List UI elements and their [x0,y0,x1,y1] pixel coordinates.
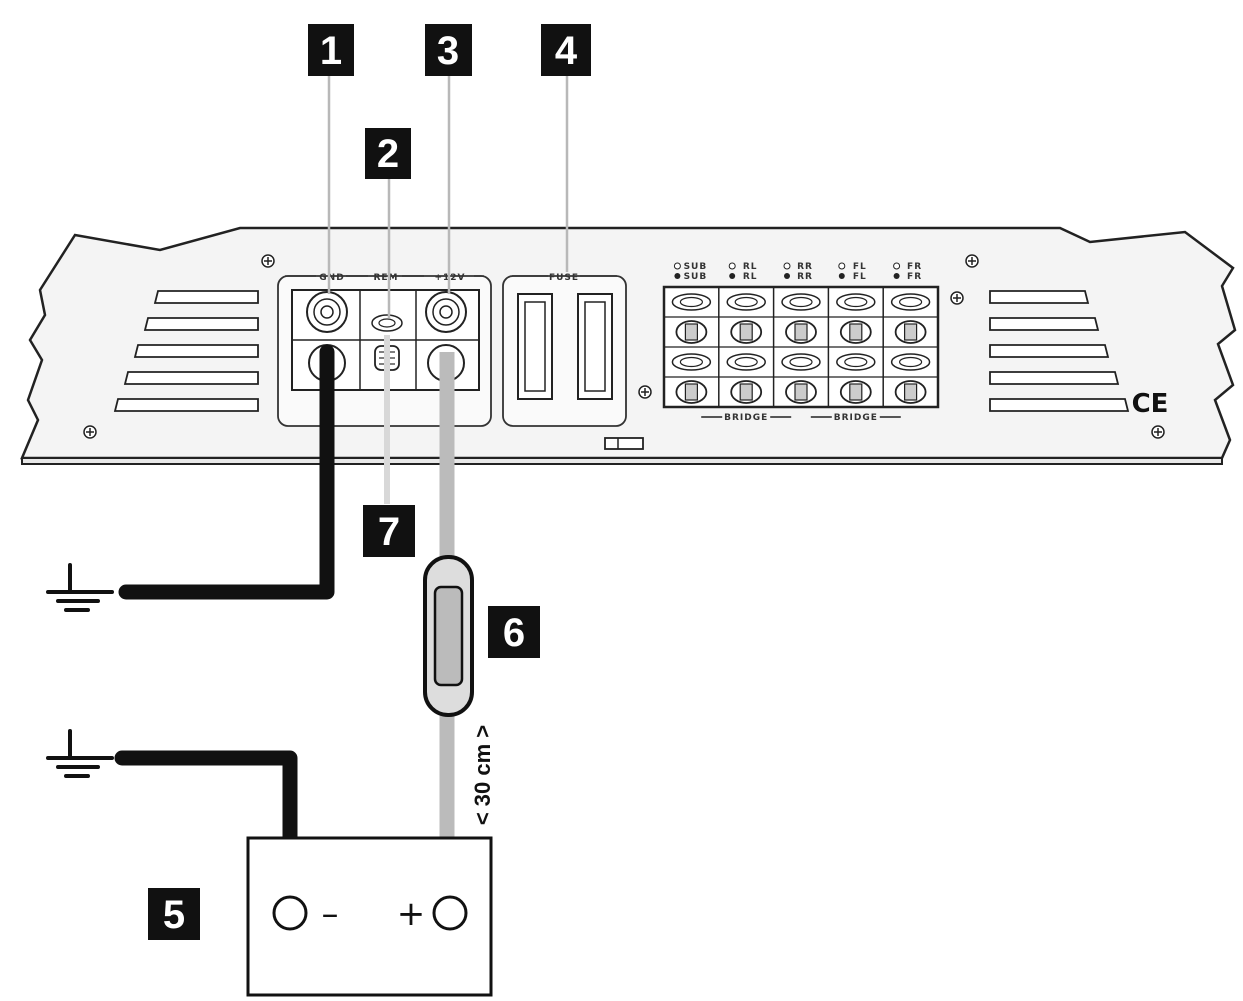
svg-text:4: 4 [555,29,578,73]
speaker-terminal-screw-inner [679,296,704,308]
speaker-wire-socket-core [849,323,863,341]
speaker-wire-socket-core [739,323,753,341]
amplifier-ground-cable [118,344,335,600]
svg-text:7: 7 [378,510,400,554]
speaker-terminal-screw-inner [844,356,868,368]
speaker-channel-label-bottom: SUB [684,272,708,282]
bridge-label-rear: BRIDGE [724,413,768,423]
rem-terminal-screw [371,314,403,332]
gnd-label: GND [319,273,344,283]
callout-badge-6: 6 [488,606,540,658]
speaker-channel-label-top: RR [797,262,813,272]
speaker-terminal-screw-inner [679,356,704,368]
battery-negative-terminal [272,895,308,931]
speaker-channel-label-top: FR [907,262,922,272]
battery-minus-sign: – [322,894,339,934]
ce-mark: CE [1132,389,1169,419]
fuse-label: FUSE [549,273,579,283]
speaker-terminal-screw-inner [898,356,923,368]
speaker-terminal-screw-inner [789,296,813,308]
battery-plus-sign: + [397,894,426,934]
speaker-channel-label-top: RL [743,262,758,272]
inline-fuse-holder [423,555,474,717]
speaker-terminal-screw-inner [734,356,758,368]
speaker-terminal-screw-inner [734,296,758,308]
speaker-wire-socket-core [903,383,918,401]
plus-marker-icon [838,262,846,270]
plus12v-terminal-screw [425,291,467,333]
speaker-wire-socket-core [684,383,699,401]
minus-marker-icon [674,273,681,279]
speaker-terminal-screw-inner [898,296,923,308]
speaker-wire-socket-core [684,323,699,341]
callout-leaders [327,76,569,318]
callout-badge-7: 7 [363,505,415,557]
plus-marker-icon [728,262,736,270]
right-vent-slots [989,290,1130,412]
speaker-terminal-screw-inner [789,356,813,368]
svg-text:5: 5 [163,893,185,937]
speaker-channel-label-bottom: RR [797,272,813,282]
ground-symbol-amplifier [46,563,114,612]
minus-marker-icon [893,273,900,279]
speaker-wire-socket-core [794,323,808,341]
rem-label: REM [373,273,398,283]
gnd-terminal-screw [306,291,348,333]
callout-badge-1: 1 [308,24,354,76]
svg-text:2: 2 [377,132,399,176]
speaker-channel-label-top: SUB [684,262,708,272]
svg-text:3: 3 [437,29,459,73]
svg-text:1: 1 [320,29,342,73]
speaker-wire-socket-core [794,383,808,401]
speaker-channel-label-bottom: FL [853,272,867,282]
callout-badge-3: 3 [425,24,472,76]
minus-marker-icon [784,273,790,279]
callout-badge-5: 5 [148,888,200,940]
speaker-channel-label-bottom: RL [743,272,758,282]
speaker-channel-label-top: FL [853,262,867,272]
speaker-wire-socket-core [849,383,863,401]
plus-marker-icon [783,262,791,270]
status-indicator [604,437,644,450]
speaker-terminal-screw-inner [844,296,868,308]
speaker-channel-label-bottom: FR [907,272,922,282]
ground-symbol-battery [46,729,114,778]
callout-badge-2: 2 [365,128,411,179]
battery-positive-terminal [432,895,468,931]
battery: – + [246,836,493,997]
svg-text:6: 6 [503,611,525,655]
left-vent-slots [113,290,259,412]
plus-marker-icon [893,262,901,270]
fuse-block: FUSE [502,273,627,427]
bridge-label-front: BRIDGE [834,413,878,423]
speaker-wire-socket-core [739,383,753,401]
cable-length-note: < 30 cm > [470,725,495,825]
minus-marker-icon [838,273,845,279]
plus-marker-icon [673,262,681,270]
callout-badge-4: 4 [541,24,591,76]
minus-marker-icon [729,273,736,279]
speaker-wire-socket-core [903,323,918,341]
